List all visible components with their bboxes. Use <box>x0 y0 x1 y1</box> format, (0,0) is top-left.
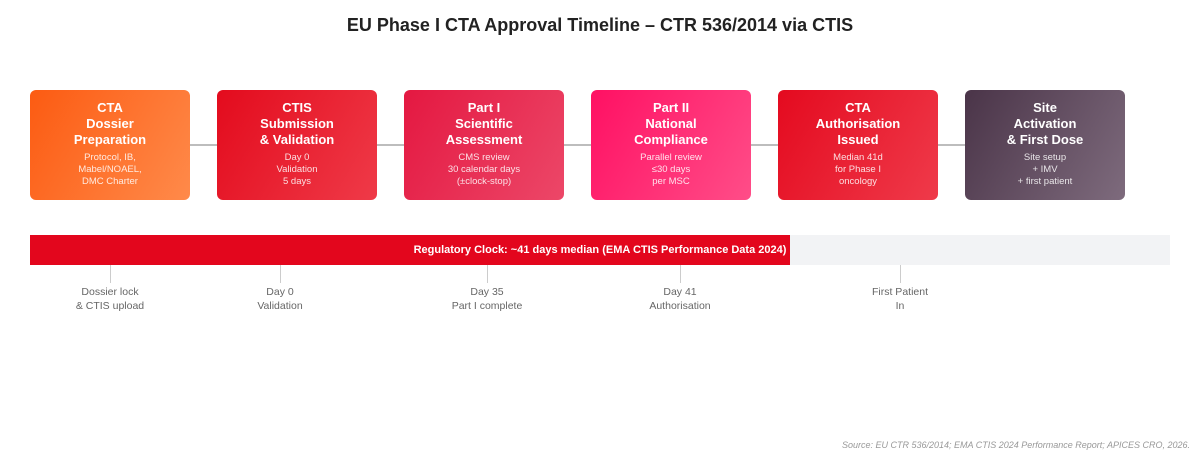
milestone-label-day-0: Day 0 Validation <box>257 286 303 312</box>
stage-description: Protocol, IB, Mabel/NOAEL, DMC Charter <box>78 152 142 187</box>
milestone-tick-day-35 <box>487 265 488 283</box>
connector-5 <box>938 144 965 146</box>
stage-cta-authorisation-issued: CTA Authorisation Issued Median 41d for … <box>778 90 938 200</box>
milestone-tick-day-41 <box>680 265 681 283</box>
milestone-tick-dossier-lock <box>110 265 111 283</box>
stage-title: CTA Authorisation Issued <box>815 100 901 147</box>
stage-ctis-submission-validation: CTIS Submission & Validation Day 0 Valid… <box>217 90 377 200</box>
stage-title: Site Activation & First Dose <box>1006 100 1084 147</box>
milestone-label-day-41: Day 41 Authorisation <box>649 286 711 312</box>
milestone-tick-day-0 <box>280 265 281 283</box>
diagram-title: EU Phase I CTA Approval Timeline – CTR 5… <box>346 15 854 35</box>
stage-title: Part I Scientific Assessment <box>445 100 523 147</box>
stage-description: Median 41d for Phase I oncology <box>833 152 883 187</box>
milestone-label-first-patient: First Patient In <box>871 286 929 312</box>
stage-description: Site setup + IMV + first patient <box>1017 152 1073 187</box>
source-note: Source: EU CTR 536/2014; EMA CTIS 2024 P… <box>842 440 1190 450</box>
stage-title: Part II National Compliance <box>634 100 708 147</box>
stage-part-ii-national-compliance: Part II National Compliance Parallel rev… <box>591 90 751 200</box>
stage-part-i-scientific-assessment: Part I Scientific Assessment CMS review … <box>404 90 564 200</box>
milestone-label-day-35: Day 35 Part I complete <box>451 286 523 312</box>
stage-title: CTA Dossier Preparation <box>73 100 147 147</box>
stage-site-activation-first-dose: Site Activation & First Dose Site setup … <box>965 90 1125 200</box>
regulatory-clock-label: Regulatory Clock: ~41 days median (EMA C… <box>413 244 787 256</box>
stage-description: Day 0 Validation 5 days <box>276 152 318 187</box>
connector-2 <box>377 144 404 146</box>
stage-description: Parallel review ≤30 days per MSC <box>640 152 702 187</box>
connector-3 <box>564 144 591 146</box>
stage-title: CTIS Submission & Validation <box>259 100 335 147</box>
connector-4 <box>751 144 778 146</box>
regulatory-clock-fill <box>30 235 790 265</box>
connector-1 <box>190 144 217 146</box>
milestone-label-dossier-lock: Dossier lock & CTIS upload <box>75 286 145 312</box>
stage-description: CMS review 30 calendar days (±clock-stop… <box>447 152 521 187</box>
stage-cta-dossier-preparation: CTA Dossier Preparation Protocol, IB, Ma… <box>30 90 190 200</box>
milestone-tick-first-patient <box>900 265 901 283</box>
